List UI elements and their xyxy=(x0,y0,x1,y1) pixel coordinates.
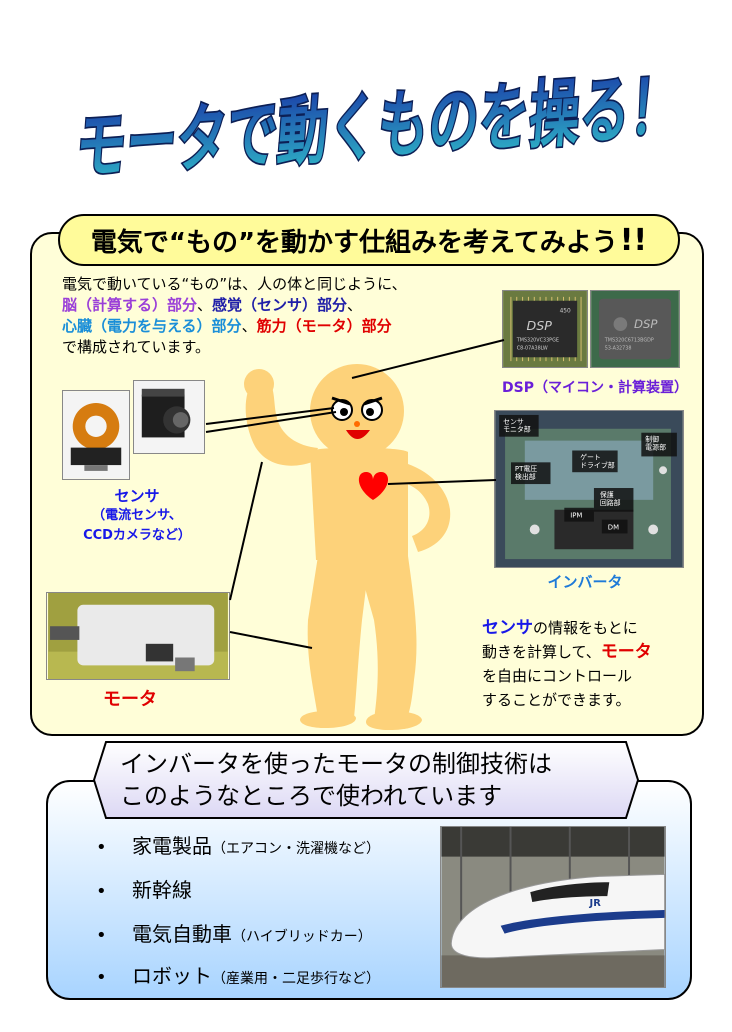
train-badge: JR xyxy=(589,898,602,909)
list-item: • 家電製品（エアコン・洗濯機など） xyxy=(96,830,380,859)
motor-word: モータ xyxy=(600,642,652,662)
item-sub: （エアコン・洗濯機など） xyxy=(212,841,380,857)
banner-exclamation: !! xyxy=(619,222,648,258)
current-sensor-photo xyxy=(62,390,130,480)
label-line: PT電圧 xyxy=(515,465,537,473)
separator: 、 xyxy=(241,317,257,335)
banner-line: インバータを使ったモータの制御技術は xyxy=(120,750,552,778)
item-sub: （産業用・二足歩行など） xyxy=(212,971,380,987)
bullet: • xyxy=(96,881,107,902)
sensor-word: センサ xyxy=(482,618,533,638)
chip-marking: 450 xyxy=(560,308,571,314)
label-line: センサ xyxy=(503,418,524,426)
inverter-label-dm: DM xyxy=(608,523,619,531)
sensor-caption-detail: CCDカメラなど） xyxy=(83,528,191,543)
inverter-caption: インバータ xyxy=(547,573,623,591)
chip-marking: DSP xyxy=(634,317,658,331)
dsp-caption: DSP（マイコン・計算装置） xyxy=(502,380,688,396)
list-item: • ロボット（産業用・二足歩行など） xyxy=(96,960,380,989)
banner-text: 電気で“もの”を動かす仕組みを考えてみよう xyxy=(90,227,618,258)
dsp-chip-photo: DSP TMS320C6713BGDP 53-A32738 xyxy=(590,290,680,368)
inverter-photo: センサモニタ部 ゲートドライブ部 制御電源部 PT電圧検出部 保護回路部 IPM… xyxy=(494,410,684,568)
brain-part: 脳（計算する）部分 xyxy=(62,296,198,314)
inverter-label-control: 制御電源部 xyxy=(645,435,666,452)
page-title: モータで動くものを操る！ xyxy=(71,61,685,190)
chip-marking: DSP xyxy=(526,318,552,333)
intro-paragraph: 電気で動いている“もの”は、人の体と同じように、 脳（計算する）部分、感覚（セン… xyxy=(62,274,502,358)
chip-marking: TMS320VC33PGE xyxy=(516,338,559,344)
inverter-label-sensor-monitor: センサモニタ部 xyxy=(503,418,531,434)
sensor-caption-detail: （電流センサ、 xyxy=(92,508,182,523)
motor-caption: モータ xyxy=(103,689,157,710)
label-line: モニタ部 xyxy=(503,425,531,434)
item-main: 新幹線 xyxy=(132,878,192,902)
bullet: • xyxy=(96,925,107,946)
label-line: 検出部 xyxy=(515,472,536,481)
intro-line: で構成されています。 xyxy=(62,338,211,356)
motor-photo xyxy=(46,592,230,680)
chip-marking: TMS320C6713BGDP xyxy=(604,338,654,344)
shinkansen-photo: JR xyxy=(440,826,666,988)
item-main: 家電製品 xyxy=(132,834,212,858)
label-line: 回路部 xyxy=(600,498,621,507)
section-banner: 電気で“もの”を動かす仕組みを考えてみよう!! xyxy=(58,214,680,266)
applications-banner-text: インバータを使ったモータの制御技術は このようなところで使われています xyxy=(120,748,640,812)
label-line: 電源部 xyxy=(645,443,666,452)
ccd-camera-photo xyxy=(133,380,205,454)
title-text: モータで動くものを操る！ xyxy=(73,63,684,190)
desc-text: の情報をもとに xyxy=(533,619,638,637)
inverter-label-ipm: IPM xyxy=(570,512,582,520)
control-description: センサの情報をもとに 動きを計算して、モータ を自由にコントロール することがで… xyxy=(482,616,702,712)
chip-marking: 53-A32738 xyxy=(605,345,632,351)
label-line: 保護 xyxy=(600,490,614,499)
separator: 、 xyxy=(197,296,213,314)
bullet: • xyxy=(96,967,107,988)
inverter-label-protection: 保護回路部 xyxy=(600,490,621,507)
label-line: 制御 xyxy=(645,435,659,444)
sensor-caption-title: センサ xyxy=(114,487,160,505)
sense-part: 感覚（センサ）部分 xyxy=(212,296,348,314)
item-main: 電気自動車 xyxy=(132,922,232,946)
label-line: ゲート xyxy=(580,452,601,461)
item-sub: （ハイブリッドカー） xyxy=(232,929,372,945)
desc-text: することができます。 xyxy=(482,691,631,709)
intro-line: 電気で動いている“もの”は、人の体と同じように、 xyxy=(62,275,407,293)
chip-marking: C8-07A38LW xyxy=(517,345,548,351)
desc-text: を自由にコントロール xyxy=(482,667,633,685)
dsp-chip-photo: 450 DSP TMS320VC33PGE C8-07A38LW xyxy=(502,290,588,368)
muscle-part: 筋力（モータ）部分 xyxy=(256,317,392,335)
inverter-label-gate-drive: ゲートドライブ部 xyxy=(580,452,615,469)
applications-banner xyxy=(92,741,640,819)
item-main: ロボット xyxy=(132,964,212,988)
sensor-caption: センサ （電流センサ、 CCDカメラなど） xyxy=(52,486,222,546)
list-item: • 新幹線 xyxy=(96,874,192,903)
heart-part: 心臓（電力を与える）部分 xyxy=(62,317,242,335)
desc-text: 動きを計算して、 xyxy=(482,643,601,661)
inverter-label-pt-voltage: PT電圧検出部 xyxy=(515,465,537,481)
label-line: ドライブ部 xyxy=(580,460,615,469)
banner-line: このようなところで使われています xyxy=(120,782,503,810)
list-item: • 電気自動車（ハイブリッドカー） xyxy=(96,918,372,947)
bullet: • xyxy=(96,837,107,858)
separator: 、 xyxy=(347,296,363,314)
